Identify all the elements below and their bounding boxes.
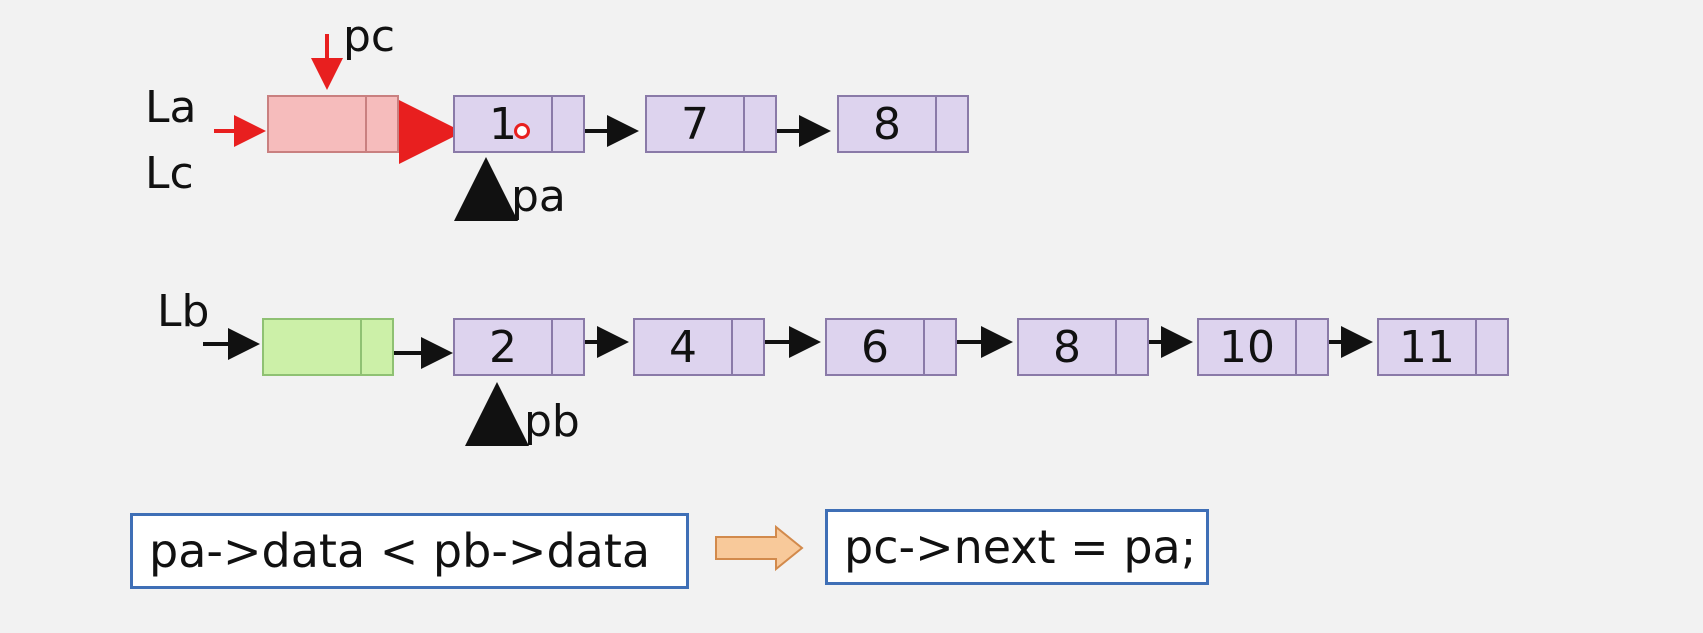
label-pc: pc	[343, 11, 396, 62]
list-b-node-2-data: 4	[635, 320, 733, 374]
list-a-head-data	[269, 97, 367, 151]
list-a-node-2-data: 7	[647, 97, 745, 151]
label-la: La	[145, 82, 197, 133]
list-a-node-2: 7	[645, 95, 777, 153]
list-b-node-3: 6	[825, 318, 957, 376]
list-a-node-3-data: 8	[839, 97, 937, 151]
label-pa: pa	[511, 171, 566, 222]
list-a-node-1-next	[553, 97, 583, 151]
list-b-node-5: 10	[1197, 318, 1329, 376]
list-a-node-3-next	[937, 97, 967, 151]
list-b-head-data	[264, 320, 362, 374]
list-b-node-5-next	[1297, 320, 1327, 374]
list-b-node-1: 2	[453, 318, 585, 376]
list-b-node-3-data: 6	[827, 320, 925, 374]
action-box: pc->next = pa;	[825, 509, 1209, 585]
list-b-node-2-next	[733, 320, 763, 374]
list-b-node-6: 11	[1377, 318, 1509, 376]
list-a-head-next	[367, 97, 397, 151]
label-lc: Lc	[145, 148, 194, 199]
list-b-head-next	[362, 320, 392, 374]
list-b-node-6-data: 11	[1379, 320, 1477, 374]
list-b-node-2: 4	[633, 318, 765, 376]
list-b-node-4-next	[1117, 320, 1147, 374]
list-a-node-1-data: 1	[455, 97, 553, 151]
list-b-node-5-data: 10	[1199, 320, 1297, 374]
list-a-head-node	[267, 95, 399, 153]
condition-box: pa->data < pb->data	[130, 513, 689, 589]
list-b-node-1-data: 2	[455, 320, 553, 374]
transition-arrow	[715, 524, 804, 572]
label-pb: pb	[524, 396, 580, 447]
label-lb: Lb	[157, 286, 210, 337]
list-a-node-2-next	[745, 97, 775, 151]
action-text: pc->next = pa;	[844, 520, 1197, 574]
list-b-node-1-next	[553, 320, 583, 374]
list-b-node-3-next	[925, 320, 955, 374]
cursor-indicator	[514, 123, 530, 139]
condition-text: pa->data < pb->data	[149, 524, 651, 578]
list-b-node-4: 8	[1017, 318, 1149, 376]
list-b-node-4-data: 8	[1019, 320, 1117, 374]
list-b-node-6-next	[1477, 320, 1507, 374]
list-b-head-node	[262, 318, 394, 376]
list-a-node-3: 8	[837, 95, 969, 153]
